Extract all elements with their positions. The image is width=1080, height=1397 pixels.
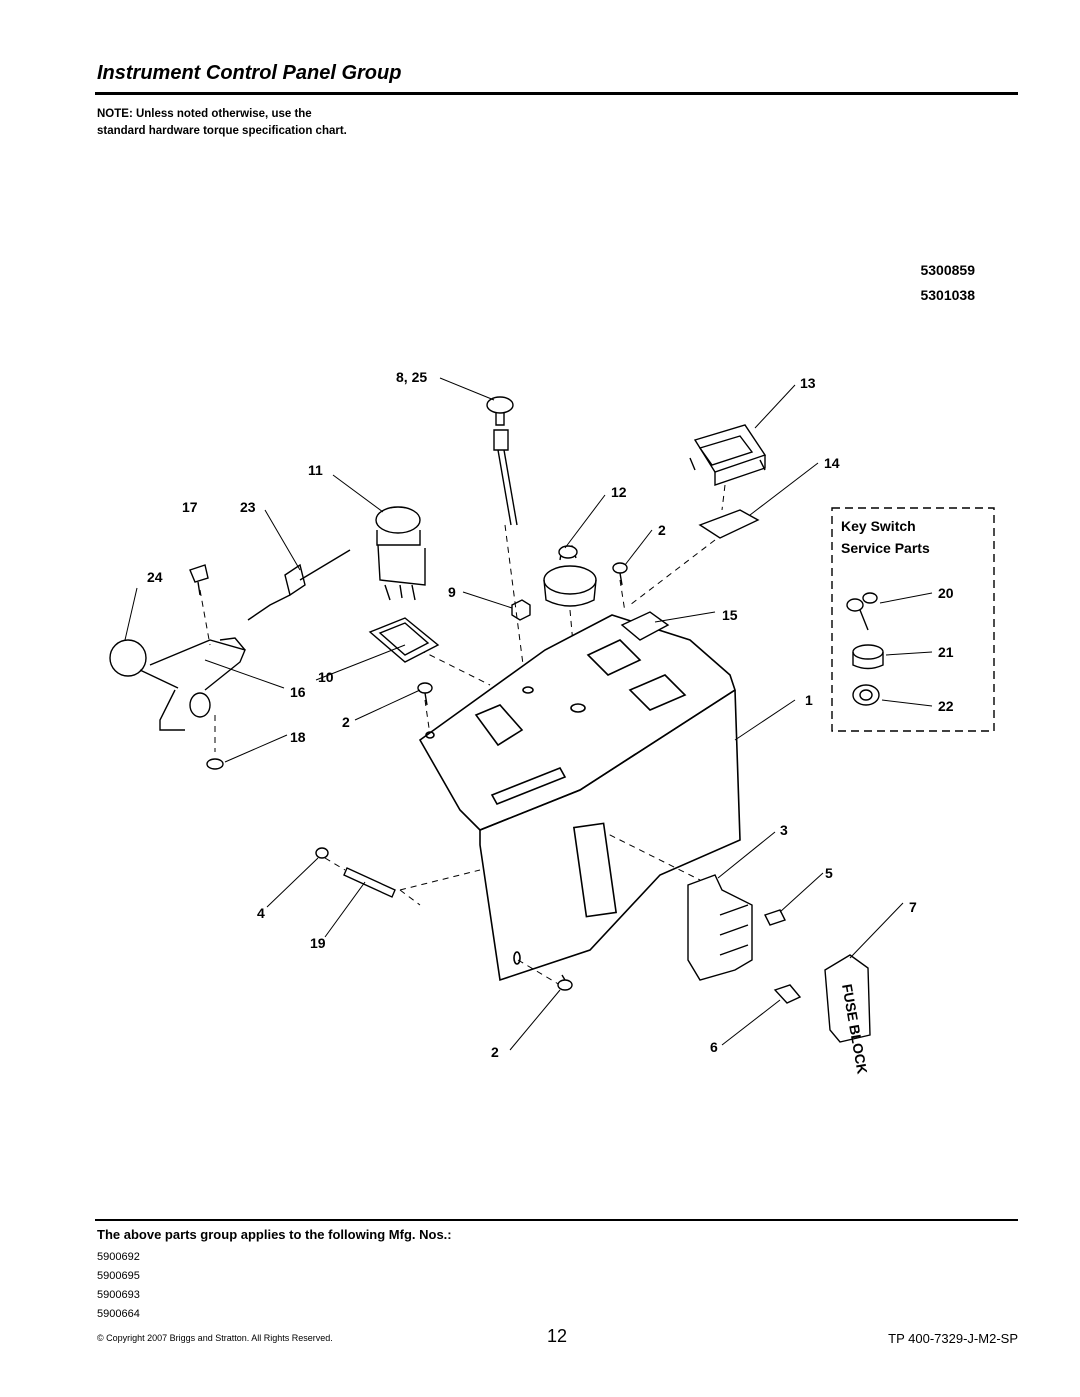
callout: 2: [342, 714, 350, 730]
callout: 3: [780, 822, 788, 838]
service-nut: [852, 684, 880, 706]
fuse-holder: [687, 874, 753, 981]
copyright: © Copyright 2007 Briggs and Stratton. Al…: [97, 1333, 333, 1343]
callout: 4: [257, 905, 265, 921]
key-switch-service-box: [831, 507, 995, 732]
callout: 13: [800, 375, 816, 391]
callout: 8, 25: [396, 369, 427, 385]
throttle-cable: [247, 549, 351, 621]
switch-bezel: [368, 617, 440, 663]
mfg-number: 5900664: [97, 1308, 140, 1320]
fuse: [773, 984, 802, 1004]
callout: 7: [909, 899, 917, 915]
callout: 23: [240, 499, 256, 515]
callout: 6: [710, 1039, 718, 1055]
callout: 12: [611, 484, 627, 500]
hex-nut: [511, 599, 531, 621]
bolt: [189, 564, 209, 596]
callout: 21: [938, 644, 954, 660]
callout-numbers: 8, 25 13 11 14 12 17 23 2 24 9 15 20 21 …: [147, 369, 954, 1060]
callout: 2: [658, 522, 666, 538]
callout: 2: [491, 1044, 499, 1060]
service-box-title-2: Service Parts: [841, 540, 930, 556]
callout: 18: [290, 729, 306, 745]
callout: 17: [182, 499, 198, 515]
mfg-number: 5900692: [97, 1251, 140, 1263]
page-number: 12: [547, 1326, 568, 1346]
bottom-rule: [95, 1219, 1018, 1221]
applies-heading: The above parts group applies to the fol…: [97, 1227, 452, 1242]
callout: 24: [147, 569, 163, 585]
document-code: TP 400-7329-J-M2-SP: [888, 1331, 1018, 1346]
pto-switch: [375, 506, 426, 601]
callout: 15: [722, 607, 738, 623]
hour-meter: [689, 424, 767, 486]
page-title: Instrument Control Panel Group: [97, 62, 402, 84]
service-cap: [852, 644, 884, 670]
choke-cable: [486, 396, 518, 526]
mfg-number: 5900693: [97, 1289, 140, 1301]
callout: 10: [318, 669, 334, 685]
screw: [764, 909, 786, 926]
title-rule: [95, 92, 1018, 95]
callout: 5: [825, 865, 833, 881]
model-number: 5301038: [920, 287, 975, 303]
callout: 11: [308, 462, 323, 478]
fuse-block-cover: FUSE BLOCK: [824, 954, 871, 1075]
hour-meter-gasket: [698, 509, 760, 539]
callout: 22: [938, 698, 954, 714]
callout: 9: [448, 584, 456, 600]
service-keys: [846, 592, 878, 631]
mfg-number-list: 5900692 5900695 5900693 5900664: [97, 1248, 140, 1324]
instrument-panel: [418, 614, 741, 982]
flange-nut: [206, 758, 224, 770]
mfg-number: 5900695: [97, 1270, 140, 1282]
model-number: 5300859: [920, 262, 975, 278]
callout: 16: [290, 684, 306, 700]
callout: 20: [938, 585, 954, 601]
nut: [315, 847, 329, 859]
pin: [343, 867, 396, 898]
leader-lines: [124, 377, 933, 1051]
screws: [417, 562, 628, 991]
ignition-switch: [543, 545, 597, 607]
torque-note: NOTE: Unless noted otherwise, use the st…: [97, 108, 347, 137]
service-box-title-1: Key Switch: [841, 518, 916, 534]
callout: 1: [805, 692, 813, 708]
hole-plug: [620, 611, 670, 641]
throttle-control: [109, 637, 246, 731]
callout: 19: [310, 935, 326, 951]
callout: 14: [824, 455, 840, 471]
